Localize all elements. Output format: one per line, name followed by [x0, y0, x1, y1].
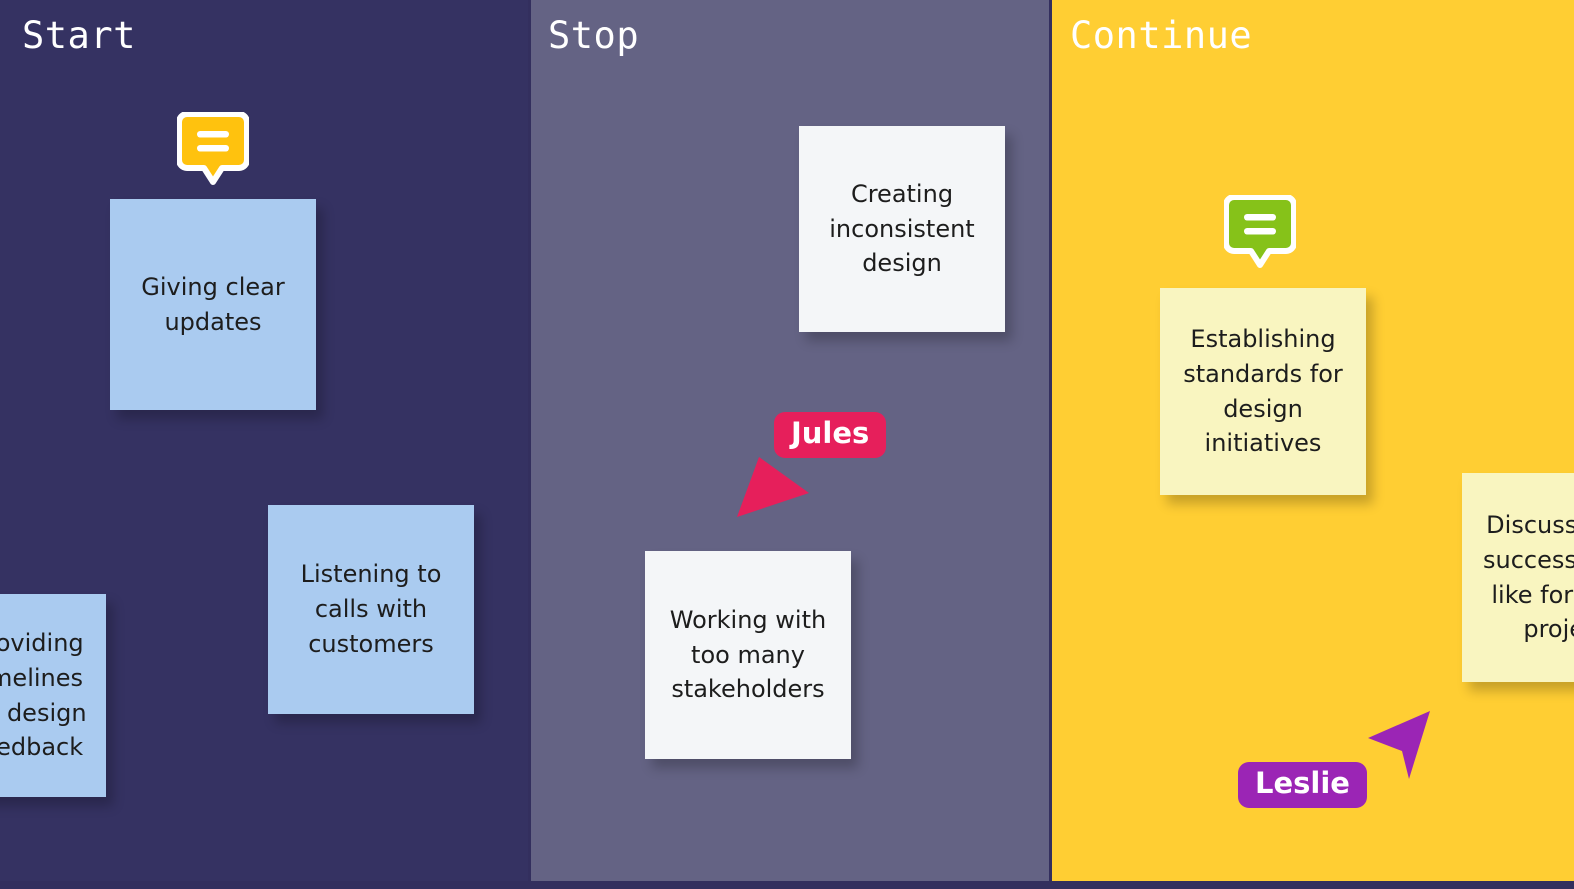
cursor-name: Leslie — [1255, 766, 1350, 800]
cursor-pointer-icon — [737, 457, 809, 519]
column-header-start: Start — [22, 14, 136, 57]
sticky-note[interactable]: Working with too many stakeholders — [645, 551, 851, 759]
sticky-note-text: Discuss what success looks like for each… — [1483, 510, 1574, 644]
cursor-name: Jules — [791, 416, 870, 450]
board-bottom-edge — [0, 881, 1574, 889]
column-header-stop: Stop — [548, 14, 640, 57]
sticky-note-text: Working with too many stakeholders — [669, 605, 827, 704]
cursor-pointer-icon — [1368, 711, 1430, 779]
sticky-note[interactable]: Providing timelines on design feedback — [0, 594, 106, 797]
cursor-label-leslie: Leslie — [1238, 762, 1367, 809]
cursor-label-jules: Jules — [774, 412, 887, 459]
sticky-note[interactable]: Creating inconsistent design — [799, 126, 1005, 332]
sticky-note[interactable]: Giving clear updates — [110, 199, 316, 410]
sticky-note[interactable]: Establishing standards for design initia… — [1160, 288, 1366, 495]
sticky-note[interactable]: Listening to calls with customers — [268, 505, 474, 714]
column-header-continue: Continue — [1070, 14, 1253, 57]
sticky-note-text: Creating inconsistent design — [829, 179, 975, 278]
sticky-note-text: Providing timelines on design feedback — [0, 628, 87, 762]
sticky-note-text: Listening to calls with customers — [300, 560, 442, 658]
comment-bubble-icon[interactable] — [1223, 194, 1297, 269]
column-divider-1 — [528, 0, 531, 889]
sticky-note[interactable]: Discuss what success looks like for each… — [1462, 473, 1574, 682]
sticky-note-text: Establishing standards for design initia… — [1183, 324, 1343, 458]
sticky-note-text: Giving clear updates — [141, 272, 285, 336]
comment-bubble-icon[interactable] — [176, 111, 250, 186]
column-divider-2 — [1049, 0, 1052, 889]
